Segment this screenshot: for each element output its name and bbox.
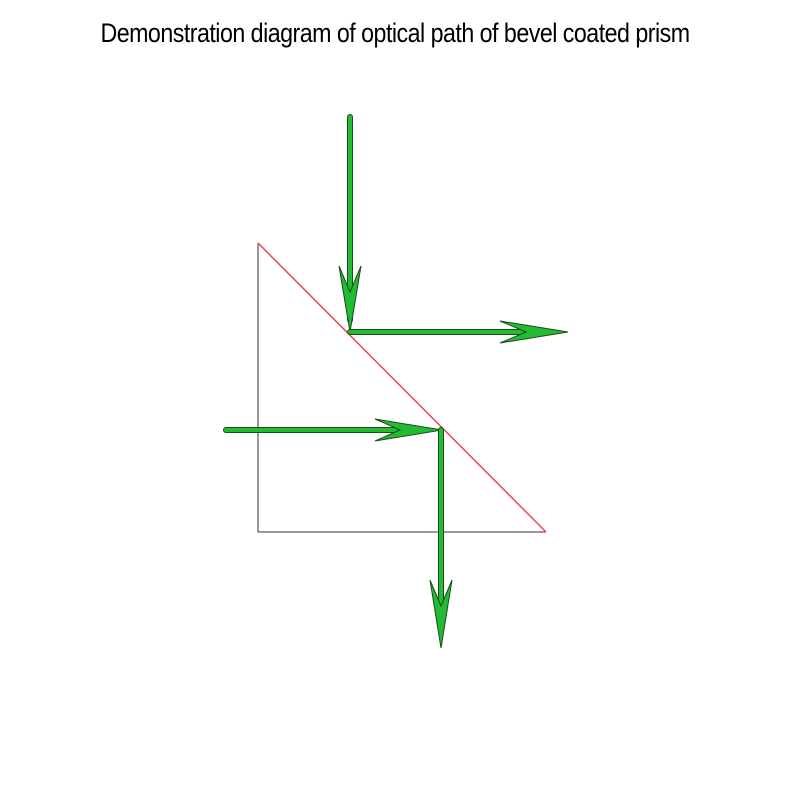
diagram-title: Demonstration diagram of optical path of… [100,18,690,48]
arrowhead-icon [429,579,453,649]
beam-bottom [223,418,453,649]
arrowhead-icon [374,418,443,442]
arrowhead-icon [499,320,569,344]
right-angle-prism [257,242,547,533]
arrowhead-icon [338,265,362,333]
coated-bevel-face [257,242,547,533]
beam-top [338,114,569,344]
